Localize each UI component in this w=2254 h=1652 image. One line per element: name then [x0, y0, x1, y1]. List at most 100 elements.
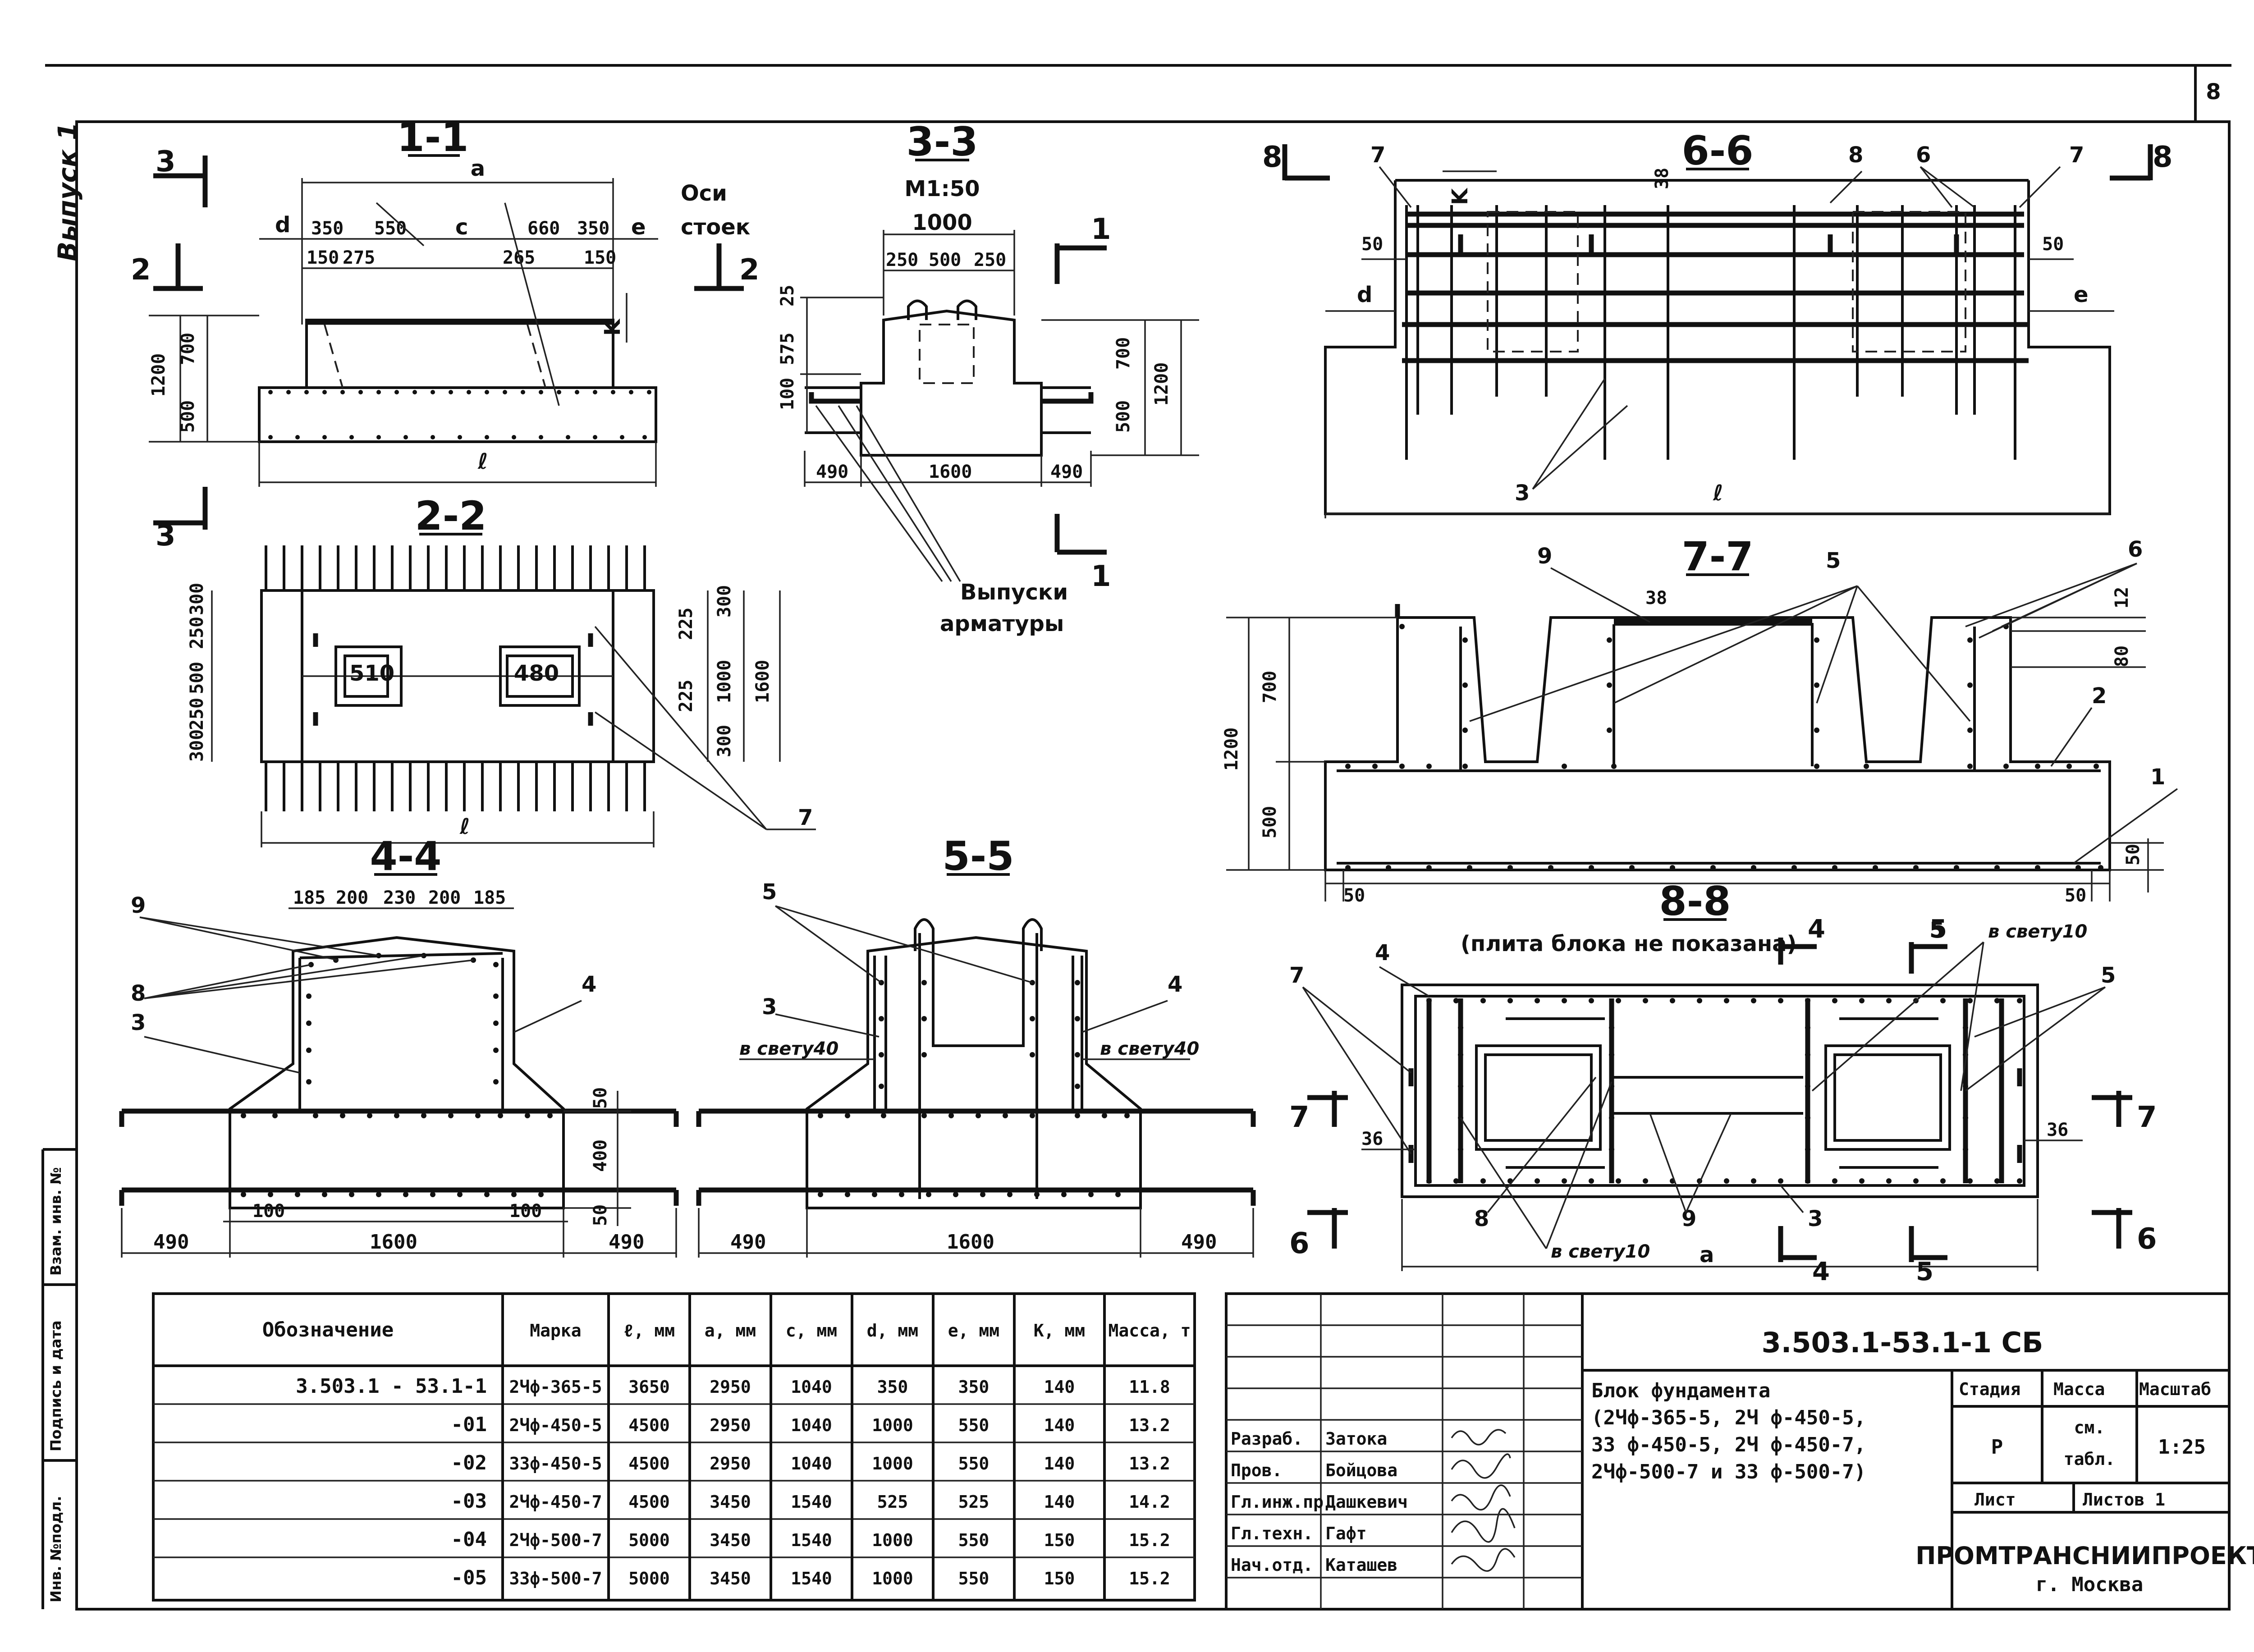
dim-44-b490b: 490: [609, 1231, 644, 1254]
spec-cell-r1-c3: 2950: [710, 1415, 751, 1435]
spec-cell-r0-c0: 3.503.1 - 53.1-1: [296, 1375, 487, 1398]
label-l-22: ℓ: [459, 814, 470, 839]
spec-cell-r1-c0: -01: [451, 1413, 487, 1436]
pos-3-44: 3: [131, 1010, 146, 1035]
scale-value: 1:25: [2158, 1436, 2206, 1459]
note-clear10-bottom: в свету10: [1551, 1241, 1650, 1262]
dim-44-h50b: 50: [590, 1204, 611, 1226]
spec-header-7: K, мм: [1034, 1321, 1085, 1341]
pos-5-88-right: 5: [2101, 963, 2116, 988]
dim-77-h700: 700: [1260, 671, 1280, 703]
cut-mark-6-right: 6: [2137, 1222, 2157, 1256]
title-line-4: 2Чф-500-7 и 33 ф-500-7): [1591, 1460, 1866, 1483]
spec-cell-r4-c4: 1540: [791, 1530, 832, 1550]
pos-4-55: 4: [1168, 972, 1182, 997]
spec-cell-r1-c4: 1040: [791, 1415, 832, 1435]
dim-350b: 350: [577, 218, 609, 239]
title-line-2: (2Чф-365-5, 2Ч ф-450-5,: [1591, 1406, 1866, 1429]
dim-150b: 150: [584, 247, 616, 268]
cut-mark-2-left: 2: [131, 253, 151, 287]
dim-33-w490b: 490: [1050, 462, 1083, 482]
cut-mark-1-bottom: 1: [1091, 560, 1111, 593]
label-l-1-1: ℓ: [477, 449, 488, 474]
dim-22-r1000: 1000: [714, 660, 735, 703]
label-d-66: d: [1357, 282, 1372, 307]
dim-55-b490: 490: [730, 1231, 766, 1254]
cut-mark-8-right: 8: [2153, 141, 2173, 174]
pos-2-77: 2: [2092, 683, 2107, 709]
cut-mark-3-top: 3: [156, 145, 176, 178]
title-block: 3.503.1-53.1-1 СБ Блок фундамента (2Чф-3…: [1225, 1292, 2254, 1611]
dim-55-b490b: 490: [1181, 1231, 1217, 1254]
pos-5-55: 5: [762, 879, 777, 905]
label-a: a: [471, 156, 485, 181]
label-d: d: [275, 212, 290, 238]
section-title-2-2: 2-2: [415, 493, 487, 539]
section-5-5: 5-5 5 3 4 в свету40: [696, 833, 1256, 1258]
scale-3-3: М1:50: [904, 176, 980, 201]
spec-header-1: Марка: [530, 1321, 581, 1341]
dim-66-v50b: 50: [2042, 234, 2064, 255]
dim-22-r225: 225: [676, 608, 696, 640]
hdr-mass: Масса: [2053, 1379, 2105, 1399]
spec-cell-r0-c4: 1040: [791, 1377, 832, 1397]
doc-code: 3.503.1-53.1-1 СБ: [1762, 1326, 2043, 1359]
dim-350: 350: [311, 218, 344, 239]
spec-header-6: e, мм: [948, 1321, 999, 1341]
role-chief-engineer: Гл.инж.пр.: [1231, 1492, 1334, 1512]
note-slab-not-shown: (плита блока не показана): [1461, 931, 1796, 956]
hdr-stage: Стадия: [1959, 1379, 2020, 1399]
spec-header-4: c, мм: [786, 1321, 837, 1341]
section-2-2: 2-2 510 480: [187, 493, 816, 847]
dim-77-b50: 50: [1343, 885, 1365, 906]
spec-cell-r3-c5: 525: [877, 1492, 908, 1512]
dim-44-b490: 490: [153, 1231, 189, 1254]
spec-cell-r4-c5: 1000: [872, 1530, 913, 1550]
dim-22-v250: 250: [187, 617, 207, 649]
dim-44-b1600: 1600: [370, 1231, 417, 1254]
label-a-88: a: [1700, 1242, 1714, 1268]
spec-cell-r4-c1: 2Чф-500-7: [509, 1530, 602, 1550]
cut-mark-2-right: 2: [739, 253, 760, 287]
pos-3-88: 3: [1808, 1206, 1823, 1231]
rebar-dots-5-5: [818, 980, 1130, 1197]
title-line-3: 33 ф-450-5, 2Ч ф-450-7,: [1591, 1433, 1866, 1456]
dim-77-b50b: 50: [2065, 885, 2086, 906]
spec-cell-r5-c4: 1540: [791, 1569, 832, 1588]
cut-mark-7-left: 7: [1289, 1101, 1310, 1134]
dim-22-r1600: 1600: [752, 660, 773, 703]
spec-cell-r0-c2: 3650: [628, 1377, 670, 1397]
spec-cell-r5-c1: 33ф-500-7: [509, 1569, 602, 1588]
spec-cell-r3-c6: 525: [958, 1492, 990, 1512]
spec-cell-r3-c3: 3450: [710, 1492, 751, 1512]
dim-22-r225b: 225: [676, 680, 696, 712]
spec-cell-r4-c6: 550: [958, 1530, 990, 1550]
spec-cell-r2-c2: 4500: [628, 1454, 670, 1474]
dim-88-d36: 36: [1361, 1129, 1383, 1149]
cut-mark-4-bottom: 4: [1812, 1257, 1830, 1286]
section-1-1: 1-1 a Оси стоек d 350 550 c 660 350 e 15…: [131, 114, 760, 553]
spec-cell-r5-c6: 550: [958, 1569, 990, 1588]
spec-header-3: a, мм: [705, 1321, 756, 1341]
dim-w250b: 250: [974, 250, 1006, 270]
note-clear40-right: в свету40: [1100, 1039, 1199, 1059]
dim-22-v250b: 250: [187, 698, 207, 730]
dim-h25: 25: [777, 285, 798, 307]
pos-7-22: 7: [798, 805, 813, 830]
spec-cell-r3-c7: 140: [1044, 1492, 1075, 1512]
dim-33-w490: 490: [816, 462, 848, 482]
dim-66-v38: 38: [1652, 168, 1672, 189]
pos-1-77: 1: [2150, 764, 2165, 790]
spec-cell-r2-c7: 140: [1044, 1454, 1075, 1474]
rebar-dots-4-4: [241, 953, 553, 1197]
pos-3-66: 3: [1515, 480, 1530, 506]
page-number: 8: [2206, 79, 2221, 105]
dim-88-d36b: 36: [2047, 1120, 2068, 1140]
spec-cell-r3-c4: 1540: [791, 1492, 832, 1512]
spec-cell-r1-c1: 2Чф-450-5: [509, 1415, 602, 1435]
spec-cell-r2-c5: 1000: [872, 1454, 913, 1474]
dim-w250: 250: [886, 250, 918, 270]
dim-44-h50: 50: [590, 1087, 611, 1109]
role-developer: Разраб.: [1231, 1429, 1303, 1449]
dim-22-r300b: 300: [714, 725, 735, 757]
